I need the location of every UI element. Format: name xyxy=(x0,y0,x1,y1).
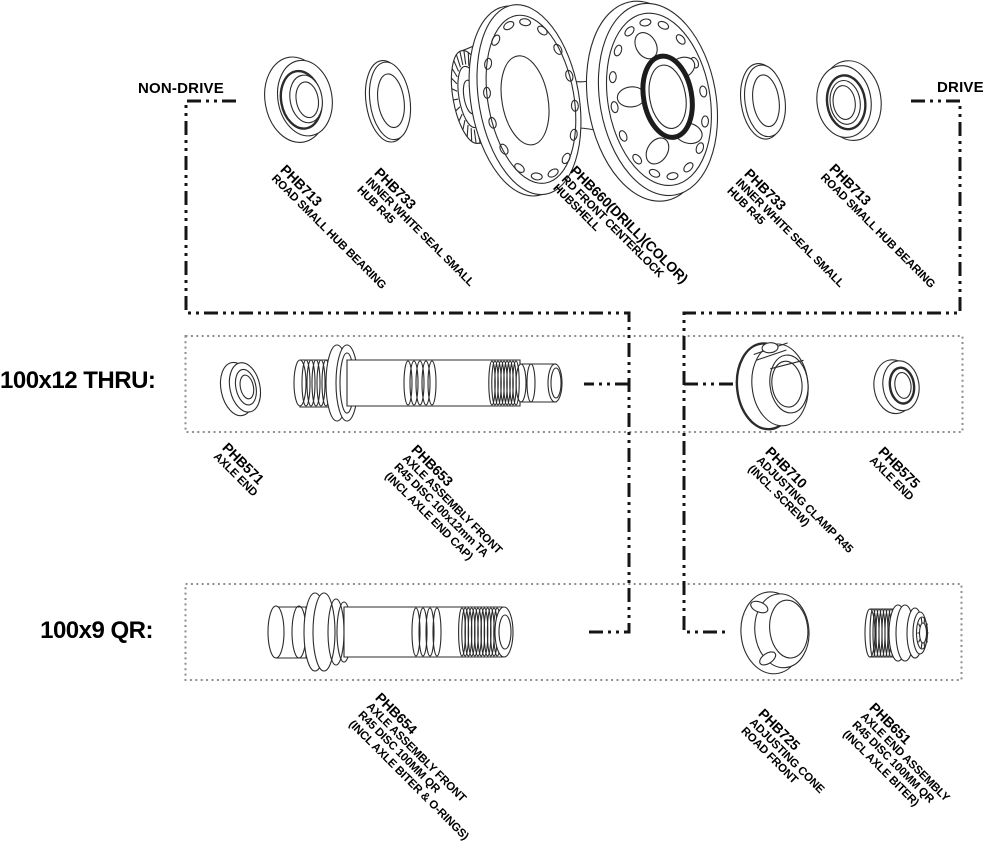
adjusting-cone-phb725-drawing xyxy=(740,591,810,675)
label-row-100x12-thru: 100x12 THRU: xyxy=(0,367,156,394)
axle-end-assembly-phb651-drawing xyxy=(864,604,929,662)
qr-axle-phb654-drawing xyxy=(267,592,514,672)
label-row-100x9-qr: 100x9 QR: xyxy=(40,617,153,644)
non-drive-leader-line xyxy=(184,99,631,634)
inner-seal-left-drawing xyxy=(364,60,412,143)
hub-bearing-right-drawing xyxy=(816,60,882,141)
adjusting-clamp-phb710-drawing xyxy=(735,342,809,431)
inner-seal-right-drawing xyxy=(740,62,786,140)
hub-bearing-left-drawing xyxy=(264,56,333,143)
label-non-drive: NON-DRIVE xyxy=(138,80,224,97)
drive-leader-line xyxy=(682,99,962,634)
axle-end-phb575-drawing xyxy=(873,359,920,415)
label-drive: DRIVE xyxy=(937,79,984,96)
qr-group-box xyxy=(184,583,963,681)
axle-end-phb571-drawing xyxy=(219,361,262,417)
thru-axle-phb653-drawing xyxy=(293,344,563,422)
hubshell-drawing xyxy=(450,0,719,202)
